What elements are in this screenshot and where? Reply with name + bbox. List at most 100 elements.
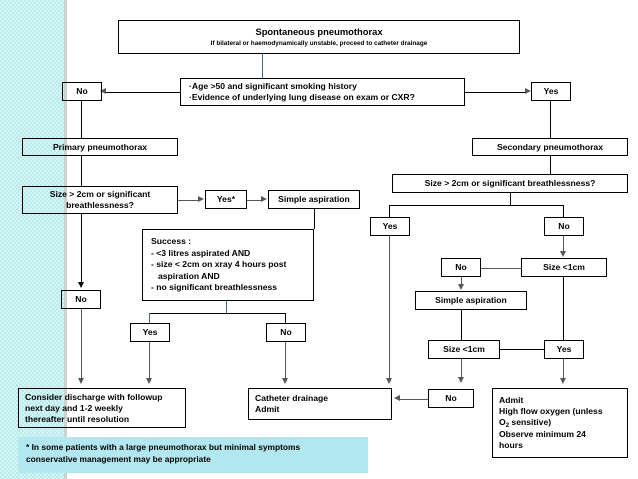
node-success-item1: - <3 litres aspirated AND xyxy=(151,247,251,258)
node-primary-size-question-line2: breathlessness? xyxy=(66,200,134,210)
arrow-secondaryyes-to-catheter xyxy=(386,378,392,384)
connector-criteria-to-no xyxy=(104,91,180,93)
arrow-criteria-to-no xyxy=(100,88,106,94)
node-start-title: Spontaneous pneumothorax xyxy=(255,25,383,37)
node-primary-yes-star-label: Yes* xyxy=(216,194,236,204)
arrow-yesstar-to-aspiration xyxy=(261,196,267,202)
node-criteria: ·Age >50 and significant smoking history… xyxy=(180,78,465,106)
arrow-successno-to-catheter xyxy=(282,378,288,384)
connector-success-to-no xyxy=(285,313,287,323)
connector-successno-to-catheter xyxy=(285,342,287,382)
node-size-1cm-top-no: No xyxy=(441,258,481,277)
node-secondary-pneumothorax-label: Secondary pneumothorax xyxy=(496,141,603,152)
node-primary-yes-star: Yes* xyxy=(205,190,247,209)
arrow-successyes-to-discharge xyxy=(146,378,152,384)
node-size-1cm-top-label: Size <1cm xyxy=(543,262,585,272)
node-start-subtitle: If bilateral or haemodynamically unstabl… xyxy=(210,39,428,47)
connector-secondary-to-yes xyxy=(389,205,391,217)
connector-primaryno-to-discharge xyxy=(81,309,83,382)
node-primary-size-question-line1: Size > 2cm or significant xyxy=(49,189,151,199)
node-admit-line2: High flow oxygen (unless xyxy=(499,406,603,417)
node-secondary-no-label: No xyxy=(558,221,570,231)
decorative-side-band xyxy=(0,0,64,479)
connector-no-to-primary xyxy=(81,101,83,138)
node-criteria-line1: ·Age >50 and significant smoking history xyxy=(189,81,357,91)
node-size-1cm-top-yes-label: Yes xyxy=(556,344,572,354)
node-secondary-no: No xyxy=(544,217,584,236)
connector-aspiration-to-success xyxy=(314,209,316,229)
arrow-secondaryno-to-size1cm xyxy=(560,251,566,257)
node-success-yes-label: Yes xyxy=(142,327,158,337)
node-start: Spontaneous pneumothorax If bilateral or… xyxy=(118,20,520,54)
arrow-size1cmbottom-to-no xyxy=(458,377,464,383)
node-success-criteria: Success : - <3 litres aspirated AND - si… xyxy=(142,229,314,301)
node-size-1cm-top-yes: Yes xyxy=(544,340,584,359)
connector-bottomno-to-catheter xyxy=(399,398,428,400)
arrow-bottomno-to-catheter xyxy=(394,395,400,401)
node-success-no-label: No xyxy=(280,327,292,337)
node-discharge-line2: next day and 1-2 weekly xyxy=(25,402,123,413)
node-criteria-yes: Yes xyxy=(531,82,571,101)
node-secondary-yes-label: Yes xyxy=(382,221,398,231)
node-secondary-size-question-label: Size > 2cm or significant breathlessness… xyxy=(424,178,596,188)
node-primary-simple-aspiration: Simple aspiration xyxy=(268,190,360,209)
connector-size1cm-to-no xyxy=(478,267,521,269)
node-catheter-drainage: Catheter drainage Admit xyxy=(248,388,392,420)
arrow-sizeq-to-no xyxy=(77,282,84,288)
node-catheter-line1: Catheter drainage xyxy=(255,393,329,403)
node-admit-line5: hours xyxy=(499,439,523,450)
connector-yes-to-admit xyxy=(563,359,565,382)
connector-yesstar-to-aspiration xyxy=(247,199,263,201)
node-admit-o2-text: sensitive) xyxy=(509,417,552,428)
node-success-no: No xyxy=(266,323,306,342)
node-criteria-no: No xyxy=(62,82,102,101)
connector-size1cmbottom-to-yes xyxy=(500,349,544,351)
footnote-line1: * In some patients with a large pneumoth… xyxy=(26,442,301,452)
arrow-primaryno-to-discharge xyxy=(78,378,84,384)
footnote: * In some patients with a large pneumoth… xyxy=(18,437,368,473)
node-criteria-yes-label: Yes xyxy=(543,86,559,96)
node-admit-o2-symbol: O xyxy=(499,417,506,428)
arrow-sizeq-to-yesstar xyxy=(198,196,204,202)
node-success-item2b: aspiration AND xyxy=(158,270,220,281)
connector-secondary-split xyxy=(389,204,564,206)
connector-size1cmbottom-to-no xyxy=(461,359,463,381)
node-size-1cm-bottom-label: Size <1cm xyxy=(443,344,485,354)
node-primary-size-question: Size > 2cm or significant breathlessness… xyxy=(22,186,178,214)
arrow-no-to-secondary-aspiration xyxy=(458,284,464,290)
connector-secondary-to-no xyxy=(563,205,565,217)
node-secondary-simple-aspiration: Simple aspiration xyxy=(415,291,527,310)
node-primary-no-label: No xyxy=(75,294,87,304)
connector-sizeq-to-no xyxy=(81,214,83,286)
connector-primary-to-sizeq xyxy=(81,156,83,186)
node-catheter-line2: Admit xyxy=(255,404,280,414)
node-size-1cm-bottom: Size <1cm xyxy=(428,340,500,359)
connector-secondary-sizeq-down xyxy=(510,193,512,205)
arrow-criteria-to-yes xyxy=(525,88,531,94)
node-success-title: Success : xyxy=(151,236,192,247)
node-success-item3: - no significant breathlessness xyxy=(151,282,278,293)
node-size-1cm-top: Size <1cm xyxy=(521,258,607,277)
decorative-side-band-edge xyxy=(64,0,67,479)
node-secondary-pneumothorax: Secondary pneumothorax xyxy=(472,138,628,156)
connector-yes-to-secondary xyxy=(550,101,552,138)
connector-secondary-aspiration-to-size1cm xyxy=(461,310,463,340)
node-admit-line4: Observe minimum 24 xyxy=(499,428,586,439)
connector-success-split xyxy=(149,312,286,314)
arrow-yes-to-admit xyxy=(560,378,566,384)
node-success-item2: - size < 2cm on xray 4 hours post xyxy=(151,259,287,270)
node-admit: Admit High flow oxygen (unless O2 sensit… xyxy=(492,388,628,458)
node-primary-simple-aspiration-label: Simple aspiration xyxy=(278,194,350,204)
node-discharge-line1: Consider discharge with followup xyxy=(25,391,163,402)
connector-successyes-to-discharge xyxy=(149,342,151,382)
node-primary-no: No xyxy=(61,290,101,309)
connector-size1cmtop-to-yes xyxy=(563,277,565,340)
connector-success-down xyxy=(226,301,228,313)
connector-secondary-to-sizeq xyxy=(550,156,552,174)
node-secondary-yes: Yes xyxy=(370,217,410,236)
connector-success-to-yes xyxy=(149,313,151,323)
connector-criteria-to-yes xyxy=(465,91,527,93)
node-secondary-simple-aspiration-label: Simple aspiration xyxy=(435,295,507,305)
node-size-1cm-bottom-no: No xyxy=(428,389,474,408)
node-primary-pneumothorax-label: Primary pneumothorax xyxy=(52,141,148,152)
